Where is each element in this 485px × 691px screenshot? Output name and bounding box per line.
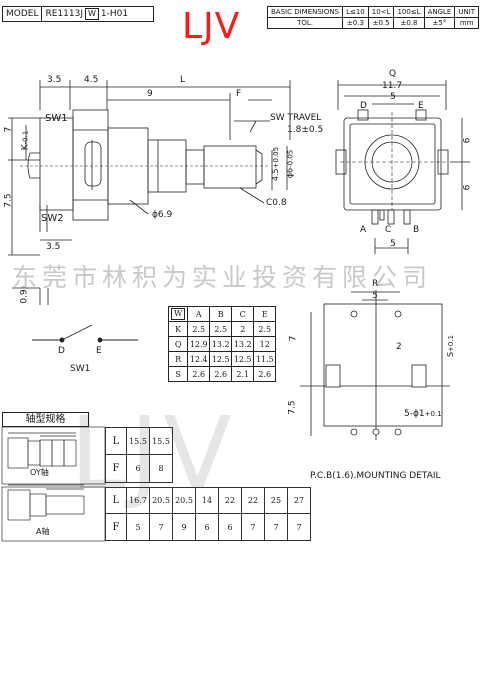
cell: 6 xyxy=(126,454,150,483)
cell: 15.5 xyxy=(126,427,150,455)
pcb-dim-2: 2 xyxy=(396,342,402,352)
pcb-dim-R: R xyxy=(372,279,379,289)
row-label: F xyxy=(105,513,127,541)
sw1-label: SW1 xyxy=(45,113,68,124)
dim-Q: Q xyxy=(389,69,397,79)
pcb-hole-tol: +0.1 xyxy=(424,410,442,418)
cell: 15.5 xyxy=(149,427,173,455)
cell: 20.5 xyxy=(172,487,196,514)
tol-value: ±0.8 xyxy=(393,17,425,29)
pcb-hole-spec: 5-ϕ1+0.1 xyxy=(404,410,442,419)
dim-F: F xyxy=(236,89,242,99)
brand-logo: LJV xyxy=(182,6,241,47)
tol-value: mm xyxy=(454,17,480,29)
chamfer-label: C0.8 xyxy=(266,198,287,208)
switch-pin-E: E xyxy=(96,346,102,356)
cell: 8 xyxy=(149,454,173,483)
sw-travel-value: 1.8±0.5 xyxy=(287,125,324,135)
cell: 14 xyxy=(195,487,219,514)
cell: 20.5 xyxy=(149,487,173,514)
sw2-label: SW2 xyxy=(41,213,64,224)
oy-shaft-table: L 15.5 15.5 F 6 8 xyxy=(105,427,173,483)
model-part2: 1-H01 xyxy=(100,9,129,19)
oy-shaft-caption: OY轴 xyxy=(30,468,49,477)
shaft-spec-title: 轴型规格 xyxy=(2,412,89,427)
pcb-hole-spec-value: 5-ϕ1 xyxy=(404,409,425,419)
dim-9: 9 xyxy=(147,89,153,99)
tolerance-table: BASIC DIMENSIONS L≤10 10<L 100≤L ANGLE U… xyxy=(266,6,480,29)
cell: 2.6 xyxy=(253,366,277,382)
row-label: L xyxy=(105,487,127,514)
dim-phi6-9: ϕ6.9 xyxy=(152,210,173,220)
pin-D-label: D xyxy=(360,101,367,111)
model-part1: RE1113J xyxy=(45,9,83,19)
tol-value: ±5° xyxy=(423,17,456,29)
row-label: L xyxy=(105,427,127,455)
dim-3-5-top: 3.5 xyxy=(47,75,62,85)
cell: 7 xyxy=(241,513,265,541)
cell: 6 xyxy=(195,513,219,541)
tol-value: ±0.3 xyxy=(342,17,369,29)
dim-5-bottom: 5 xyxy=(390,239,396,249)
dim-11-7: 11.7 xyxy=(382,81,403,91)
model-w-box: W xyxy=(84,8,99,20)
tol-row-label: TOL. xyxy=(266,17,344,29)
switch-label: SW1 xyxy=(70,364,91,374)
pin-C-label: C xyxy=(385,225,392,235)
cell: 6 xyxy=(218,513,242,541)
pin-B-label: B xyxy=(413,225,420,235)
col-header: E xyxy=(253,306,277,322)
pcb-caption: P.C.B(1.6).MOUNTING DETAIL xyxy=(310,471,441,481)
row-label: F xyxy=(105,454,127,483)
cell: 5 xyxy=(126,513,150,541)
tol-value: ±0.5 xyxy=(367,17,395,29)
pin-A-label: A xyxy=(360,225,367,235)
cell: 22 xyxy=(218,487,242,514)
switch-pin-D: D xyxy=(58,346,65,356)
a-shaft-caption: A轴 xyxy=(36,527,50,536)
a-shaft-table: L 16.7 20.5 20.5 14 22 22 25 27 F 5 7 9 … xyxy=(105,487,311,541)
cell: 25 xyxy=(264,487,288,514)
cell: 16.7 xyxy=(126,487,150,514)
dim-4-5: 4.5 xyxy=(84,75,99,85)
dim-L: L xyxy=(180,75,186,85)
cell: 7 xyxy=(287,513,311,541)
pin-E-label: E xyxy=(418,101,424,111)
col-header-W: W xyxy=(171,308,186,320)
model-number: RE1113J W 1-H01 xyxy=(42,7,131,21)
cell: 7 xyxy=(149,513,173,541)
cell: 27 xyxy=(287,487,311,514)
cell: 7 xyxy=(264,513,288,541)
cell: 9 xyxy=(172,513,196,541)
model-box: MODEL RE1113J W 1-H01 xyxy=(2,6,154,22)
sw-travel-label: SW TRAVEL xyxy=(270,113,322,123)
dim-3-5-bottom: 3.5 xyxy=(46,242,61,252)
row-label: S xyxy=(167,366,189,382)
cell: 22 xyxy=(241,487,265,514)
cell: 2.1 xyxy=(231,366,255,382)
pcb-dim-5: 5 xyxy=(372,291,378,301)
company-watermark: 东莞市林积为实业投资有限公司 xyxy=(12,263,433,292)
model-label: MODEL xyxy=(3,7,43,21)
dim-5-top: 5 xyxy=(390,92,396,102)
letter-table: W A B C E K 2.5 2.5 2 2.5 Q 12.9 13.2 13… xyxy=(167,306,277,382)
